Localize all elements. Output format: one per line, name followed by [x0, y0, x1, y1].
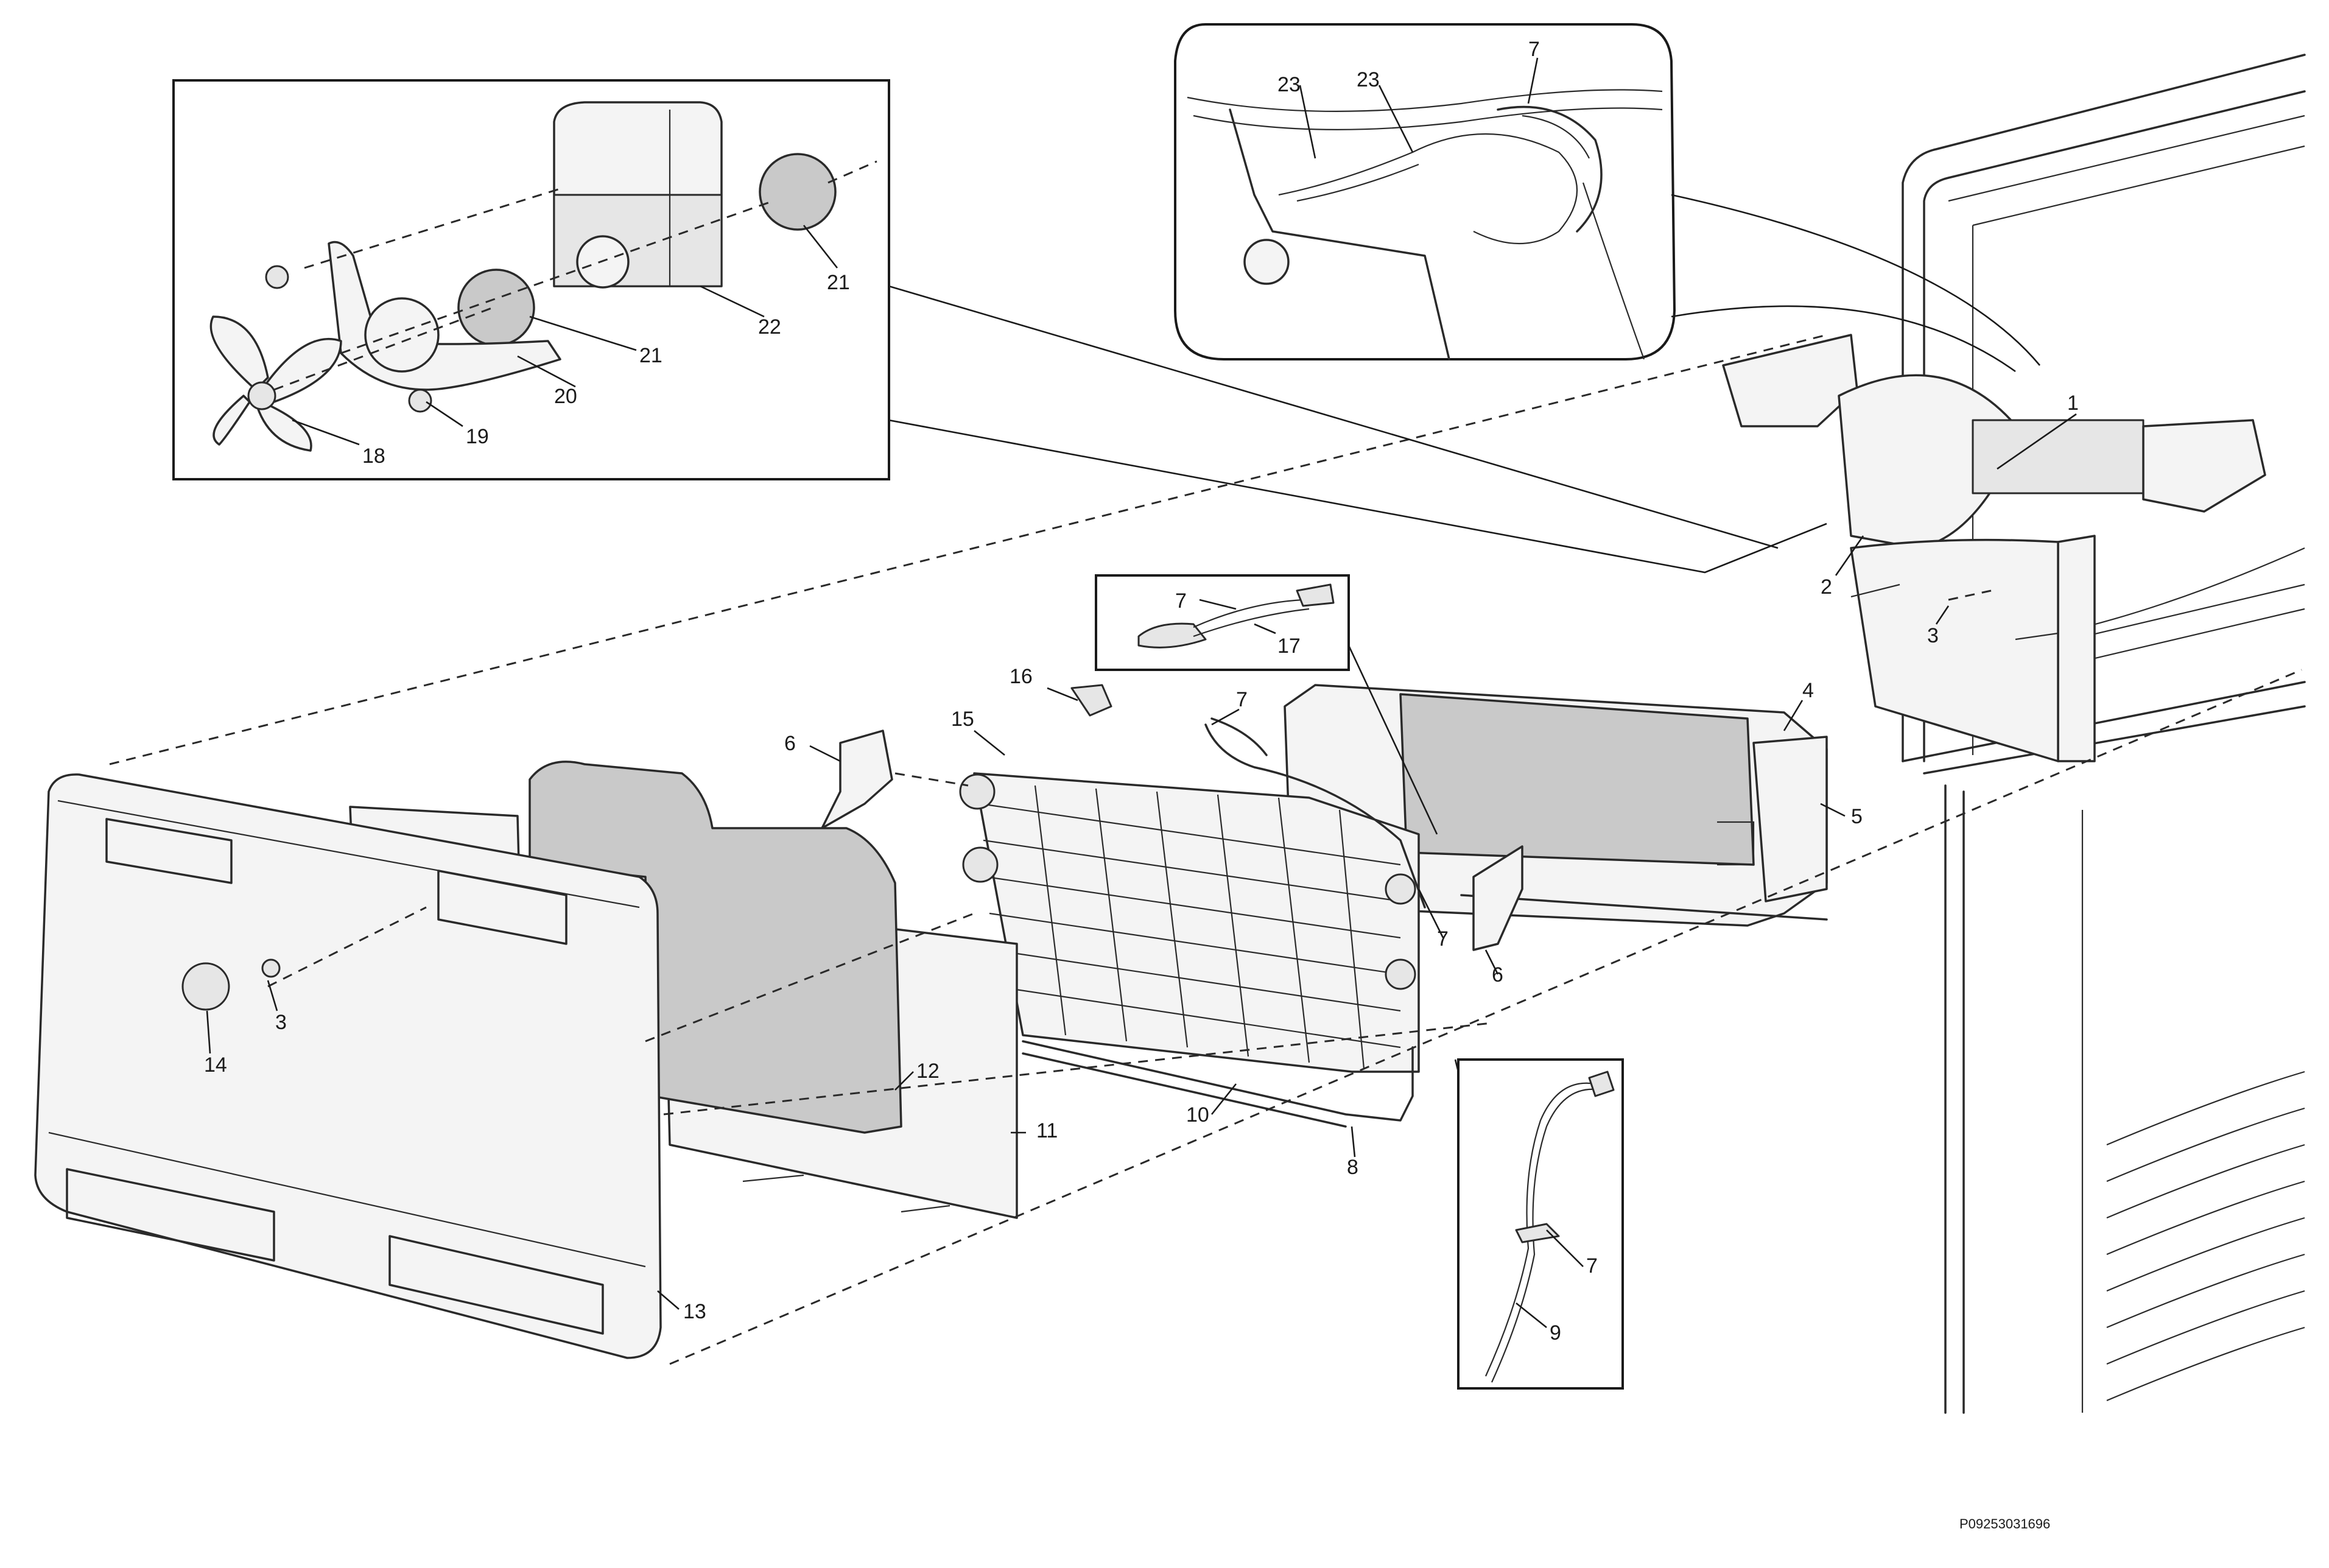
clip-16: [1070, 684, 1112, 717]
callout-labels: 23 23 7 21 22 21 20 19 18 1 2 3 7 17 16 …: [204, 38, 2079, 1531]
wiring-detail-inset: [1174, 23, 1676, 360]
callout-7-evap: 7: [1236, 688, 1248, 711]
callout-7-top: 7: [1528, 38, 1540, 61]
callout-16: 16: [1010, 665, 1033, 688]
fan-motor-inset: [172, 79, 890, 480]
callout-20: 20: [554, 385, 577, 408]
fan-bracket-assembly: [1722, 334, 2266, 762]
callout-18: 18: [362, 445, 385, 468]
evaporator-coil: [959, 717, 1426, 1128]
projection-lines: [109, 334, 2302, 1365]
evaporator-bracket-right: [1472, 845, 1523, 951]
evaporator-rear-housing: [1284, 684, 1828, 927]
callout-10: 10: [1186, 1103, 1209, 1127]
vent-slots-bottom-left: [66, 1168, 275, 1262]
callout-6-right: 6: [1492, 963, 1503, 986]
vent-slots-top-right: [437, 870, 567, 945]
callout-9: 9: [1550, 1321, 1561, 1345]
leader-lines: [206, 57, 2077, 1329]
thermostat-inset: [1095, 574, 1350, 671]
inset-connectors: [888, 194, 2040, 1072]
callout-8: 8: [1347, 1156, 1358, 1179]
vent-slots-top-left: [105, 818, 233, 884]
callout-7-heater: 7: [1586, 1254, 1598, 1278]
drawing-code: P09253031696: [1959, 1516, 2050, 1531]
callout-3-right: 3: [1927, 624, 1939, 647]
callout-7-thermostat: 7: [1175, 589, 1187, 613]
evaporator-front-cover: [34, 773, 662, 1359]
callout-23-b: 23: [1357, 68, 1380, 91]
callout-14: 14: [204, 1053, 227, 1077]
callout-1: 1: [2067, 392, 2079, 415]
callout-12: 12: [916, 1060, 940, 1083]
vent-slots-bottom-right: [388, 1235, 604, 1335]
callout-21-a: 21: [827, 271, 850, 294]
evaporator-bracket-left: [821, 730, 893, 829]
callout-4: 4: [1802, 679, 1814, 702]
callout-6-left: 6: [784, 732, 796, 755]
callout-19: 19: [466, 425, 489, 448]
defrost-heater-inset: [1457, 1058, 1624, 1390]
callout-5: 5: [1851, 805, 1863, 828]
callout-2: 2: [1821, 575, 1832, 599]
callout-22: 22: [758, 315, 781, 339]
callout-21-b: 21: [639, 344, 662, 367]
callout-11: 11: [1036, 1119, 1058, 1142]
callout-15: 15: [951, 708, 974, 731]
callout-23-a: 23: [1277, 73, 1301, 96]
callout-17: 17: [1277, 635, 1301, 658]
callout-13: 13: [683, 1300, 706, 1323]
callout-3-left: 3: [275, 1011, 287, 1034]
callout-7-side: 7: [1437, 927, 1449, 951]
